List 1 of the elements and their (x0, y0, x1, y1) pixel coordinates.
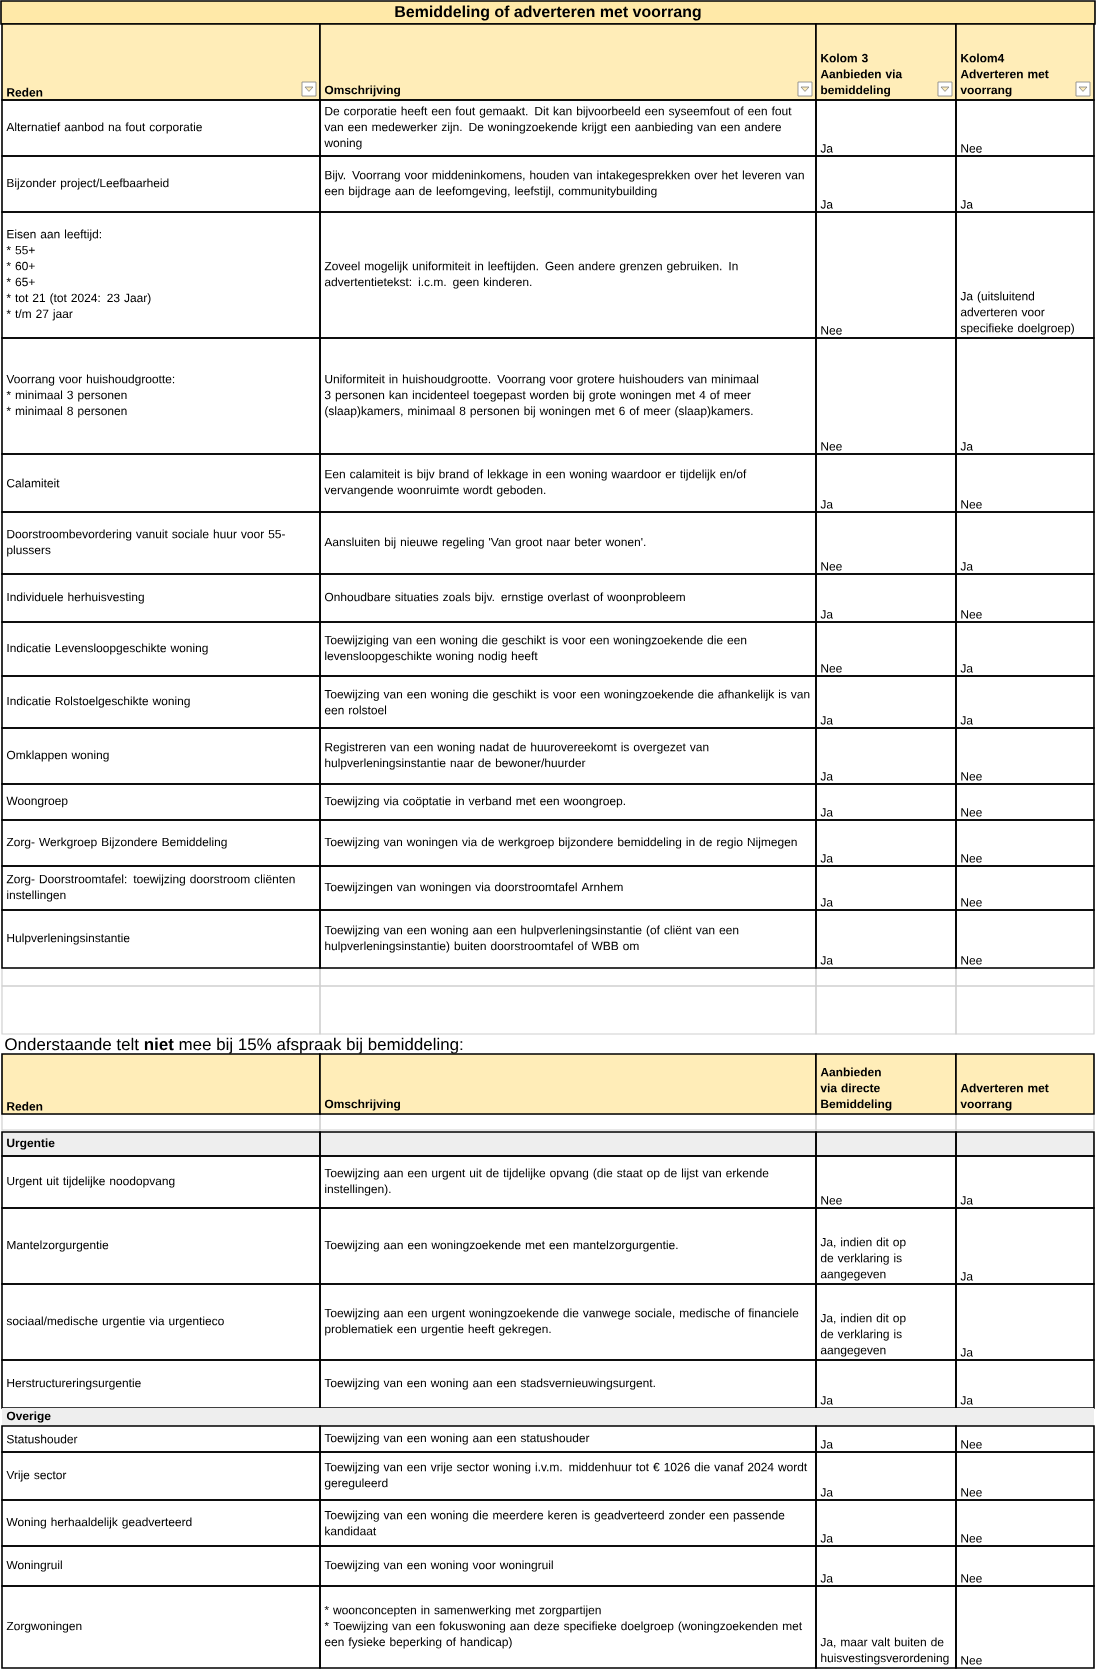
note-text: Onderstaande telt niet mee bij 15% afspraak bij bemiddeling: (5, 1037, 463, 1054)
